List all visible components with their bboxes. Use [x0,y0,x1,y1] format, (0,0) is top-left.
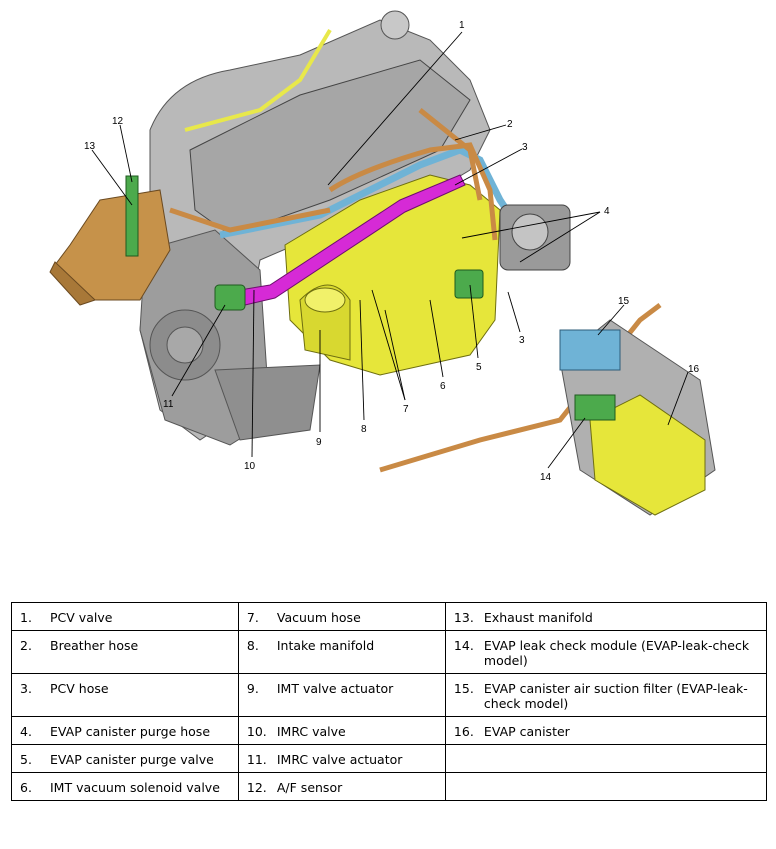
legend-text: IMT vacuum solenoid valve [50,780,220,795]
yellow-pipes [184,28,332,132]
legend-text: Intake manifold [276,638,375,653]
legend-cell: 14. EVAP leak check module (EVAP-leak-che… [444,630,768,674]
parts-legend-table: 1. PCV valve 7. Vacuum hose 13. Exhaust manif… [11,602,768,801]
legend-cell: 9. IMT valve actuator [237,673,446,717]
blue-hose-shape [219,146,523,239]
legend-row: 3. PCV hose 9. IMT valve actuator 15. EVAP ca… [11,673,768,717]
legend-text: EVAP leak check module (EVAP-leak-check … [483,638,750,668]
callout-1: 1 [459,20,465,31]
evap-canister-assembly [559,319,716,516]
legend-cell: 4. EVAP canister purge hose [11,716,239,745]
legend-cell: 15. EVAP canister air suction filter (EVA… [444,673,768,717]
callout-labels: 1 2 3 3 4 5 6 7 8 9 10 11 12 13 14 15 16 [84,20,700,483]
callout-14: 14 [540,472,552,483]
legend-number: 9. [246,681,259,696]
legend-cell [444,772,768,801]
legend-text: IMRC valve actuator [276,752,403,767]
legend-text: A/F sensor [276,780,343,795]
legend-cell: 8. Intake manifold [237,630,446,674]
callout-8: 8 [361,424,367,435]
legend-row: 1. PCV valve 7. Vacuum hose 13. Exhaust manif… [11,602,768,631]
legend-row: 5. EVAP canister purge valve 11. IMRC valve… [11,744,768,773]
legend-text: EVAP canister purge hose [50,724,211,739]
callout-3a: 3 [522,142,528,153]
legend-text: Exhaust manifold [483,610,593,625]
callout-4: 4 [604,206,610,217]
legend-cell: 2. Breather hose [11,630,239,674]
callout-7: 7 [403,404,409,415]
legend-text: PCV hose [50,681,109,696]
callout-3b: 3 [519,335,525,346]
legend-number: 13. [453,610,474,625]
exhaust-manifold-shape [49,189,171,306]
legend-body: 1. PCV valve 7. Vacuum hose 13. Exhaust manif… [11,602,768,801]
legend-number: 7. [246,610,259,625]
leader-lines [91,31,689,469]
legend-cell: 5. EVAP canister purge valve [11,744,239,773]
legend-cell: 6. IMT vacuum solenoid valve [11,772,239,801]
legend-cell [444,744,768,773]
callout-2: 2 [507,119,513,130]
legend-number: 14. [453,638,474,653]
callout-6: 6 [440,381,446,392]
legend-row: 6. IMT vacuum solenoid valve 12. A/F sensor [11,772,768,801]
callout-12: 12 [112,116,124,127]
legend-number: 12. [246,780,267,795]
legend-cell: 13. Exhaust manifold [444,602,768,631]
imrc-rail-shape [239,174,466,306]
legend-number: 8. [246,638,259,653]
legend-number: 1. [20,610,32,625]
legend-number: 5. [20,752,32,767]
callout-10: 10 [244,461,256,472]
legend-number: 16. [453,724,474,739]
legend-text: EVAP canister purge valve [50,752,214,767]
legend-text: PCV valve [50,610,113,625]
legend-text: EVAP canister air suction filter (EVAP-l… [483,681,748,711]
legend-number: 3. [20,681,32,696]
legend-text: IMT valve actuator [276,681,394,696]
legend-cell: 7. Vacuum hose [237,602,446,631]
callout-5: 5 [476,362,482,373]
legend-text: Vacuum hose [276,610,361,625]
legend-cell: 10. IMRC valve [237,716,446,745]
af-sensor-shape [125,175,139,257]
callout-15: 15 [618,296,630,307]
legend-number: 11. [246,752,267,767]
legend-row: 2. Breather hose 8. Intake manifold 14. EVAP … [11,630,768,674]
imrc-actuator-shape [214,284,246,311]
callout-11: 11 [163,399,174,410]
callout-13: 13 [84,141,96,152]
legend-cell: 11. IMRC valve actuator [237,744,446,773]
engine-diagram: 1 2 3 3 4 5 6 7 8 9 10 11 12 13 14 15 16 [49,10,716,516]
intake-manifold-shape [284,174,501,376]
legend-number: 6. [20,780,32,795]
legend-number: 10. [246,724,267,739]
purge-valve-shape [454,269,484,299]
legend-text: Breather hose [50,638,139,653]
legend-text: EVAP canister [483,724,570,739]
legend-cell: 12. A/F sensor [237,772,446,801]
legend-number: 2. [20,638,32,653]
copper-hoses [169,108,662,473]
legend-cell: 16. EVAP canister [444,716,768,745]
legend-number: 4. [20,724,32,739]
legend-cell: 1. PCV valve [11,602,239,631]
legend-cell: 3. PCV hose [11,673,239,717]
callout-16: 16 [688,364,700,375]
callout-9: 9 [316,437,322,448]
legend-number: 15. [453,681,474,696]
legend-text: IMRC valve [276,724,346,739]
